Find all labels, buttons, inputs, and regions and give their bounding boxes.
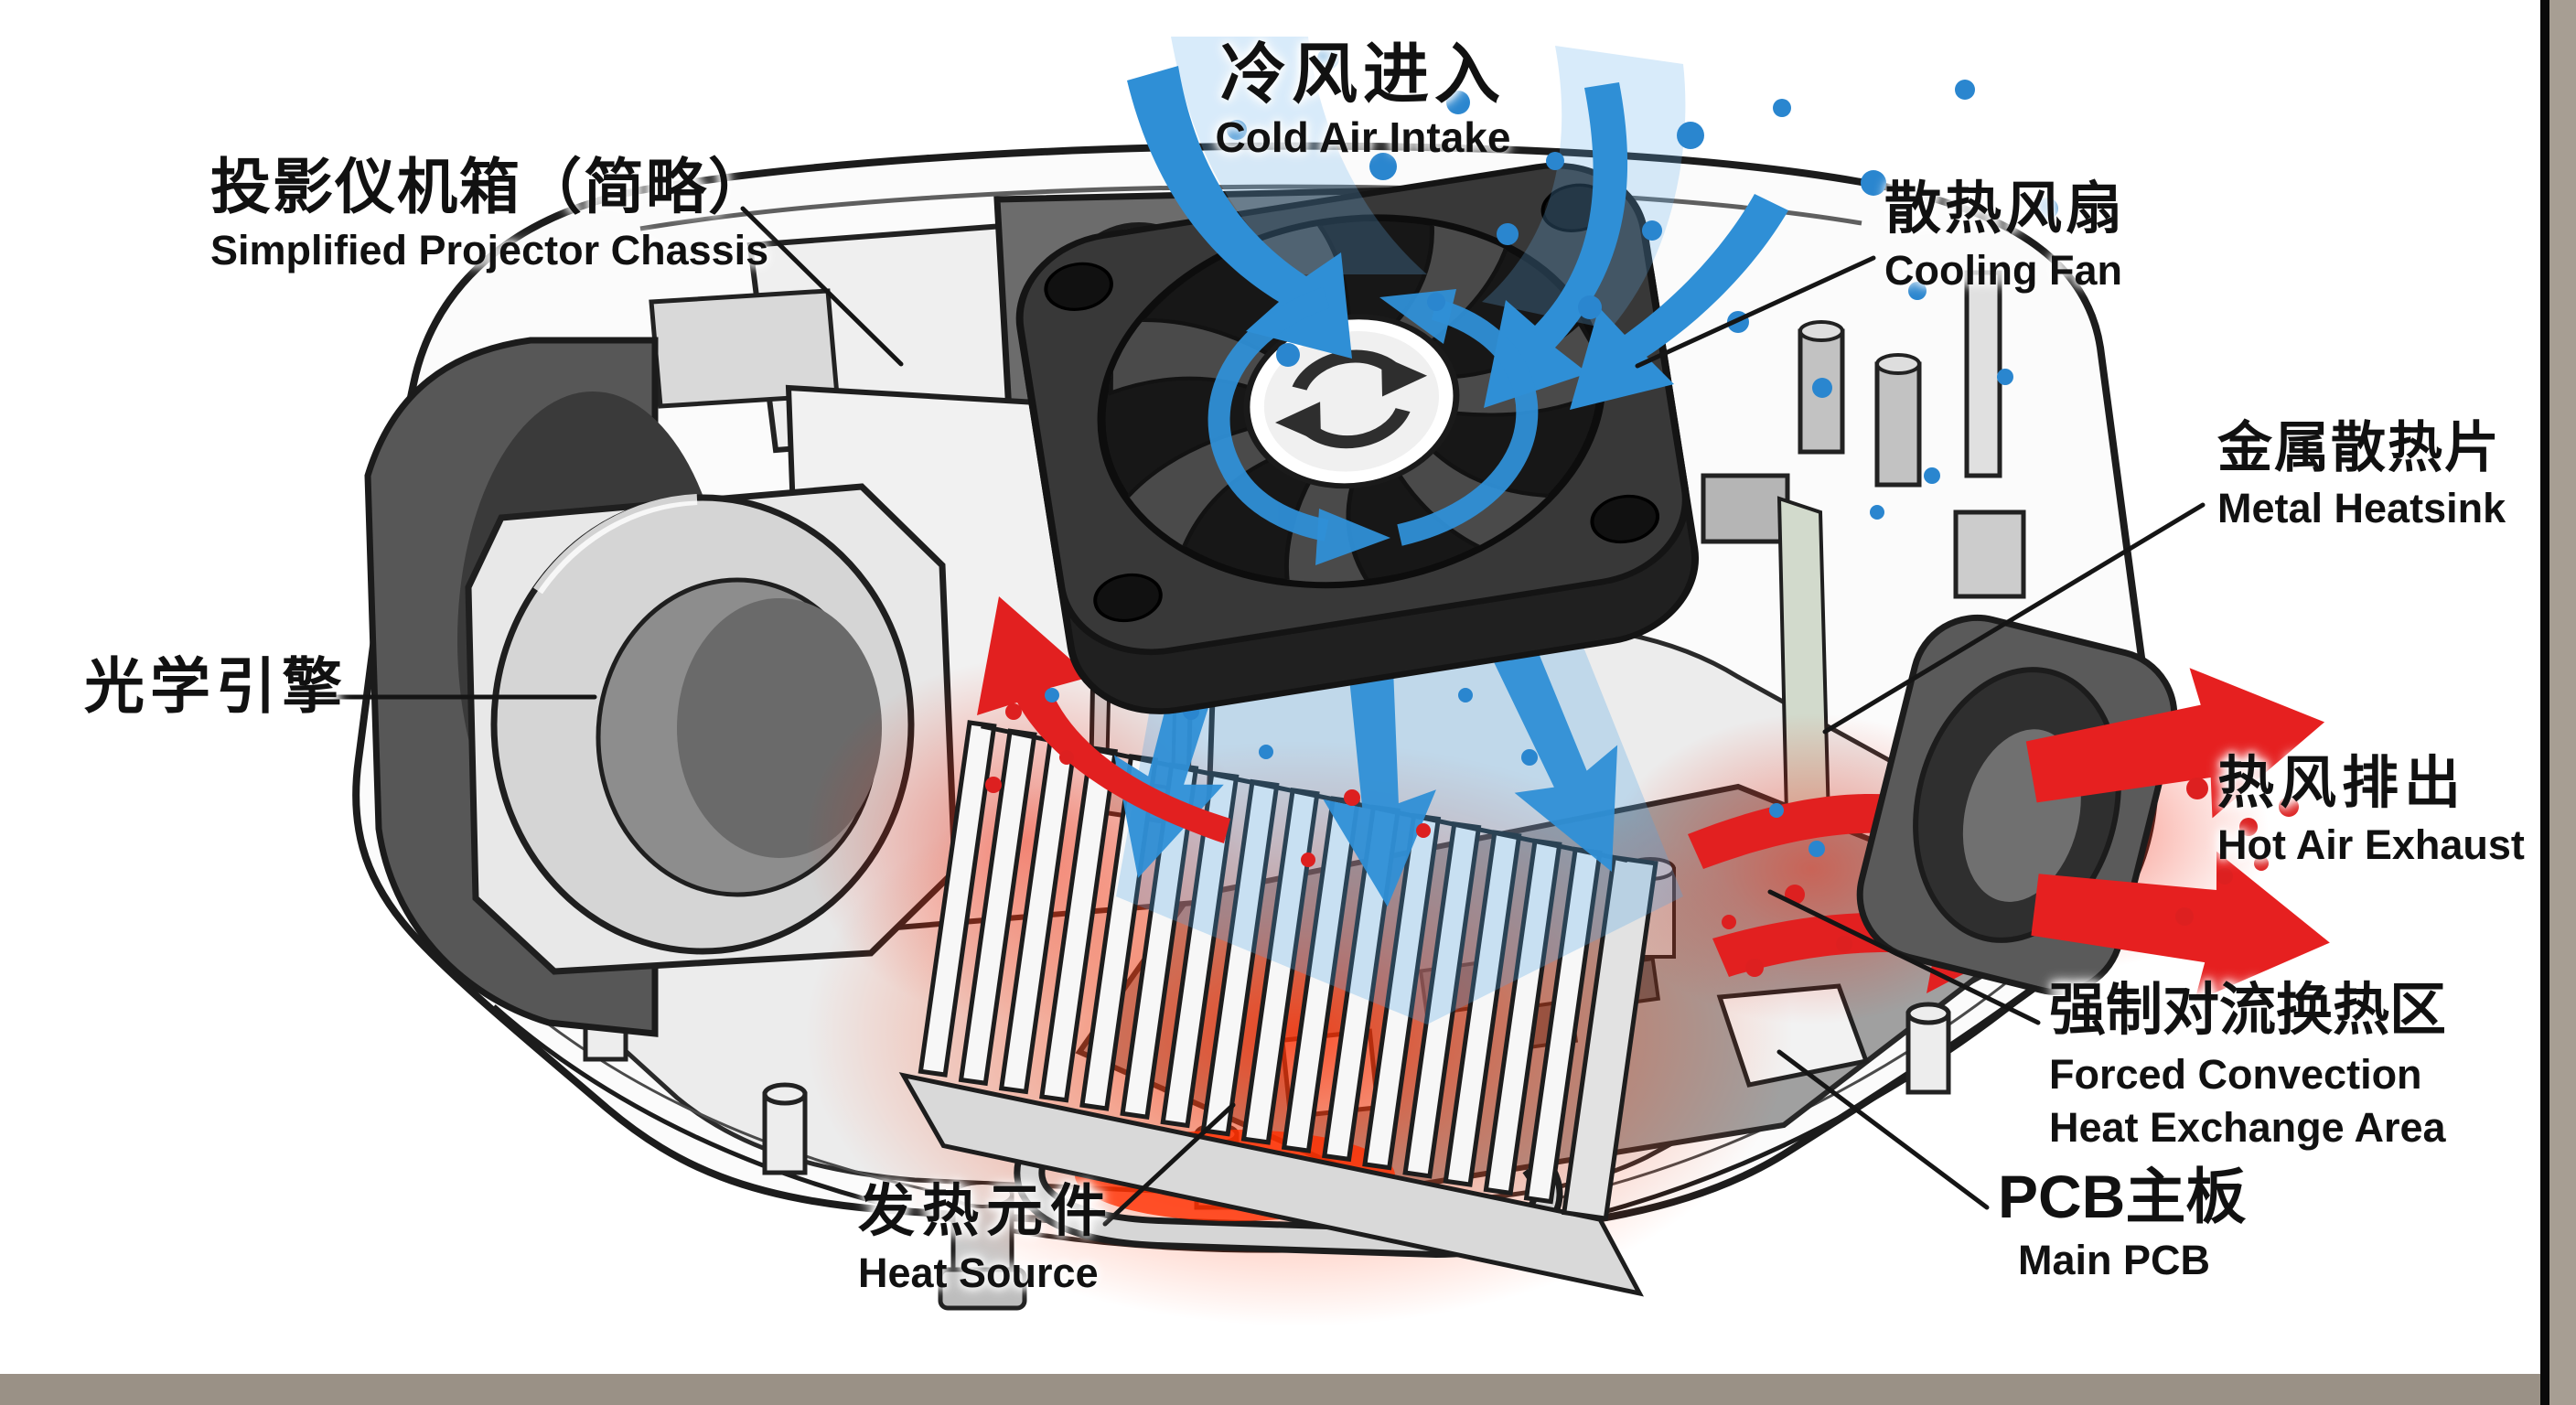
bottom-edge-strip [0, 1374, 2576, 1405]
label-hot-air-exhaust-en: Hot Air Exhaust [2217, 820, 2525, 868]
label-metal-heatsink-en: Metal Heatsink [2217, 484, 2506, 531]
cold-air-arrows [1127, 37, 2058, 565]
heatsink-illustration [898, 720, 1658, 1297]
label-heat-source-zh: 发热元件 [858, 1180, 1115, 1243]
label-metal-heatsink: 金属散热片 Metal Heatsink [2217, 419, 2506, 530]
label-cooling-fan-zh: 散热风扇 [1884, 177, 2127, 241]
label-main-pcb-zh: PCB主板 [1998, 1163, 2247, 1230]
label-projector-chassis-zh: 投影仪机箱（简略） [210, 153, 770, 220]
label-cooling-fan-en: Cooling Fan [1884, 246, 2122, 294]
label-optical-engine-zh: 光学引擎 [84, 652, 348, 720]
exhaust-vent-illustration [1856, 614, 2340, 1017]
label-cold-air-intake-en: Cold Air Intake [1215, 113, 1511, 162]
fan-rotation-icon [1275, 349, 1428, 449]
label-main-pcb-en: Main PCB [2018, 1236, 2211, 1283]
label-optical-engine: 光学引擎 [84, 652, 348, 720]
label-cold-air-intake: 冷风进入 Cold Air Intake [1153, 40, 1573, 160]
label-projector-chassis: 投影仪机箱（简略） Simplified Projector Chassis [210, 153, 770, 273]
leader-lines [319, 206, 2206, 1227]
label-forced-convection: 强制对流换热区 Forced Convection Heat Exchange … [2049, 981, 2446, 1155]
label-projector-chassis-en: Simplified Projector Chassis [210, 226, 769, 273]
right-edge-strip [2549, 0, 2576, 1405]
label-hot-air-exhaust-zh: 热风排出 [2217, 752, 2467, 815]
label-cooling-fan: 散热风扇 Cooling Fan [1884, 179, 2126, 292]
label-forced-convection-en2: Heat Exchange Area [2049, 1104, 2446, 1152]
label-forced-convection-en1: Forced Convection [2049, 1050, 2422, 1098]
label-main-pcb: PCB主板 Main PCB [1998, 1163, 2247, 1283]
label-metal-heatsink-zh: 金属散热片 [2217, 417, 2501, 478]
label-heat-source-en: Heat Source [858, 1249, 1099, 1296]
hot-air-particles [2175, 778, 2299, 926]
label-heat-source: 发热元件 Heat Source [858, 1182, 1114, 1294]
right-edge-border [2540, 0, 2549, 1405]
label-forced-convection-zh: 强制对流换热区 [2049, 979, 2447, 1042]
label-hot-air-exhaust: 热风排出 Hot Air Exhaust [2217, 754, 2525, 866]
label-cold-air-intake-zh: 冷风进入 [1219, 38, 1506, 112]
